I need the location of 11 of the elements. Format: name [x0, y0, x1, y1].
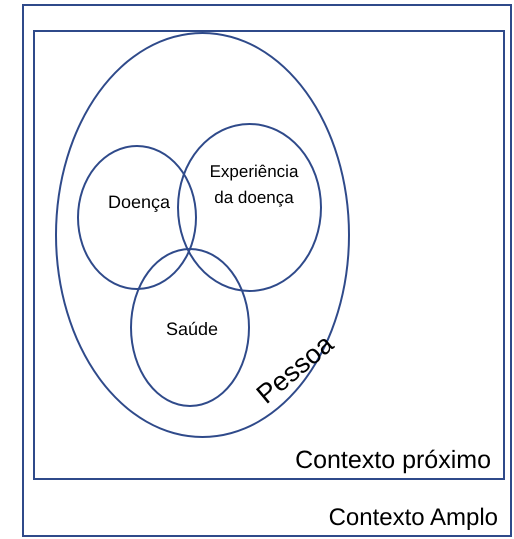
region-label: Saúde — [164, 318, 220, 341]
region-label: Experiência da doença — [208, 161, 300, 210]
region-label: Contexto próximo — [294, 445, 491, 476]
region-label: Contexto Amplo — [328, 503, 498, 533]
person-ellipse — [55, 32, 350, 438]
outer-context-frame — [22, 4, 512, 537]
region-label: Doença — [106, 191, 172, 214]
circle — [130, 248, 250, 407]
near-context-box — [33, 30, 505, 480]
circle — [177, 123, 322, 292]
circle — [77, 145, 197, 290]
